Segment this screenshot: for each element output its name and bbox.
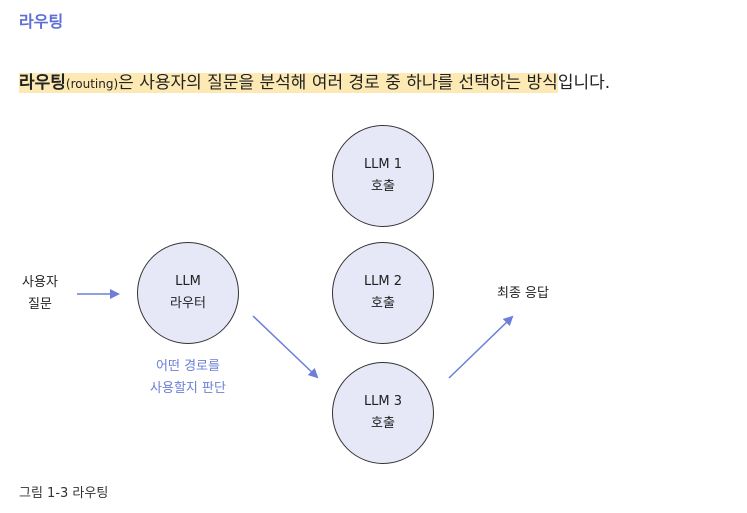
input-label-line-1: 사용자 [22, 275, 58, 290]
output-label: 최종 응답 [497, 286, 549, 301]
intro-tail: 입니다. [557, 73, 611, 93]
llm1-node-line-2: 호출 [371, 179, 395, 194]
llm2-node-line-2: 호출 [371, 296, 395, 311]
arrow-llm3-to-output [448, 315, 514, 379]
llm3-node: LLM 3 호출 [332, 362, 434, 464]
intro-term-english: (routing) [65, 77, 119, 91]
llm1-node-line-1: LLM 1 [363, 157, 403, 172]
intro-sentence: 라우팅(routing)은 사용자의 질문을 분석해 여러 경로 중 하나를 선… [19, 68, 610, 93]
llm3-node-line-2: 호출 [371, 416, 395, 431]
router-note: 어떤 경로를 사용할지 판단 [132, 356, 244, 400]
router-note-line-1: 어떤 경로를 [156, 359, 220, 374]
llm1-node: LLM 1 호출 [332, 125, 434, 227]
intro-highlight: 라우팅(routing)은 사용자의 질문을 분석해 여러 경로 중 하나를 선… [19, 73, 558, 93]
router-node-line-1: LLM [175, 274, 201, 289]
router-note-line-2: 사용할지 판단 [150, 381, 226, 396]
llm2-node-line-1: LLM 2 [363, 274, 403, 289]
router-node: LLM 라우터 [137, 242, 239, 344]
input-label-line-2: 질문 [28, 297, 52, 312]
figure-caption: 그림 1-3 라우팅 [19, 486, 109, 501]
llm3-node-line-1: LLM 3 [363, 394, 403, 409]
intro-term: 라우팅 [19, 73, 66, 93]
intro-highlight-rest: 은 사용자의 질문을 분석해 여러 경로 중 하나를 선택하는 방식 [118, 73, 558, 93]
section-title: 라우팅 [19, 12, 64, 31]
arrow-router-to-llm3 [252, 315, 319, 379]
input-label: 사용자 질문 [16, 272, 64, 316]
llm2-node: LLM 2 호출 [332, 242, 434, 344]
router-node-line-2: 라우터 [170, 296, 206, 311]
